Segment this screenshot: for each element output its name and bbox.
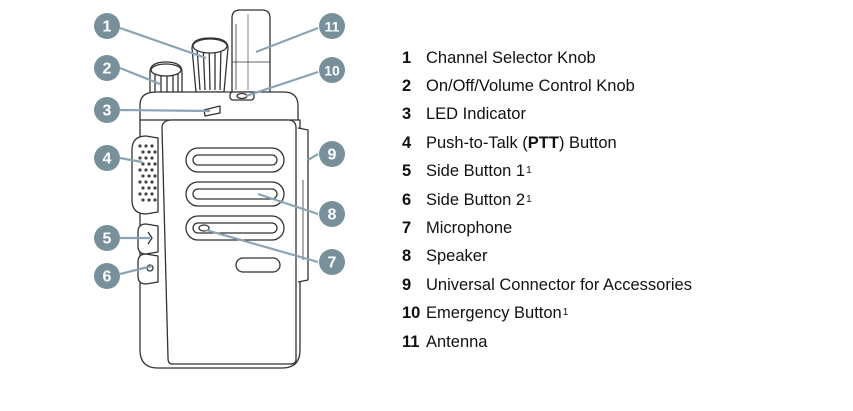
- emergency-button: [229, 91, 255, 101]
- svg-text:1: 1: [103, 19, 112, 36]
- callout-10: 10: [319, 57, 345, 83]
- callout-5: 5: [94, 225, 120, 251]
- callout-3: 3: [94, 97, 120, 123]
- callouts: 1 2 3 4 5 6 7 8 9 10 11: [94, 13, 345, 289]
- callout-9: 9: [319, 141, 345, 167]
- callout-1: 1: [94, 13, 120, 39]
- callout-2: 2: [94, 55, 120, 81]
- svg-text:6: 6: [103, 269, 112, 286]
- svg-text:4: 4: [103, 151, 112, 168]
- antenna: [231, 9, 271, 92]
- svg-text:10: 10: [324, 63, 340, 79]
- microphone: [198, 224, 210, 232]
- callout-4: 4: [94, 145, 120, 171]
- svg-text:7: 7: [328, 255, 337, 272]
- svg-text:2: 2: [103, 61, 112, 78]
- callout-7: 7: [319, 249, 345, 275]
- radio-diagram: 1 2 3 4 5 6 7 8 9 10 11: [94, 9, 345, 369]
- label-window: [235, 257, 281, 273]
- callout-11: 11: [319, 13, 345, 39]
- side-button-2: [137, 253, 159, 285]
- svg-text:3: 3: [103, 103, 112, 120]
- svg-text:5: 5: [103, 231, 112, 248]
- svg-text:8: 8: [328, 207, 337, 224]
- led-indicator: [203, 105, 221, 117]
- svg-text:11: 11: [325, 19, 340, 35]
- callout-6: 6: [94, 263, 120, 289]
- speaker-grille: [185, 147, 285, 241]
- channel-selector-knob: [191, 37, 229, 93]
- ptt-button: [131, 135, 159, 215]
- callout-8: 8: [319, 201, 345, 227]
- svg-text:9: 9: [328, 147, 337, 164]
- leader-lines: [119, 26, 319, 276]
